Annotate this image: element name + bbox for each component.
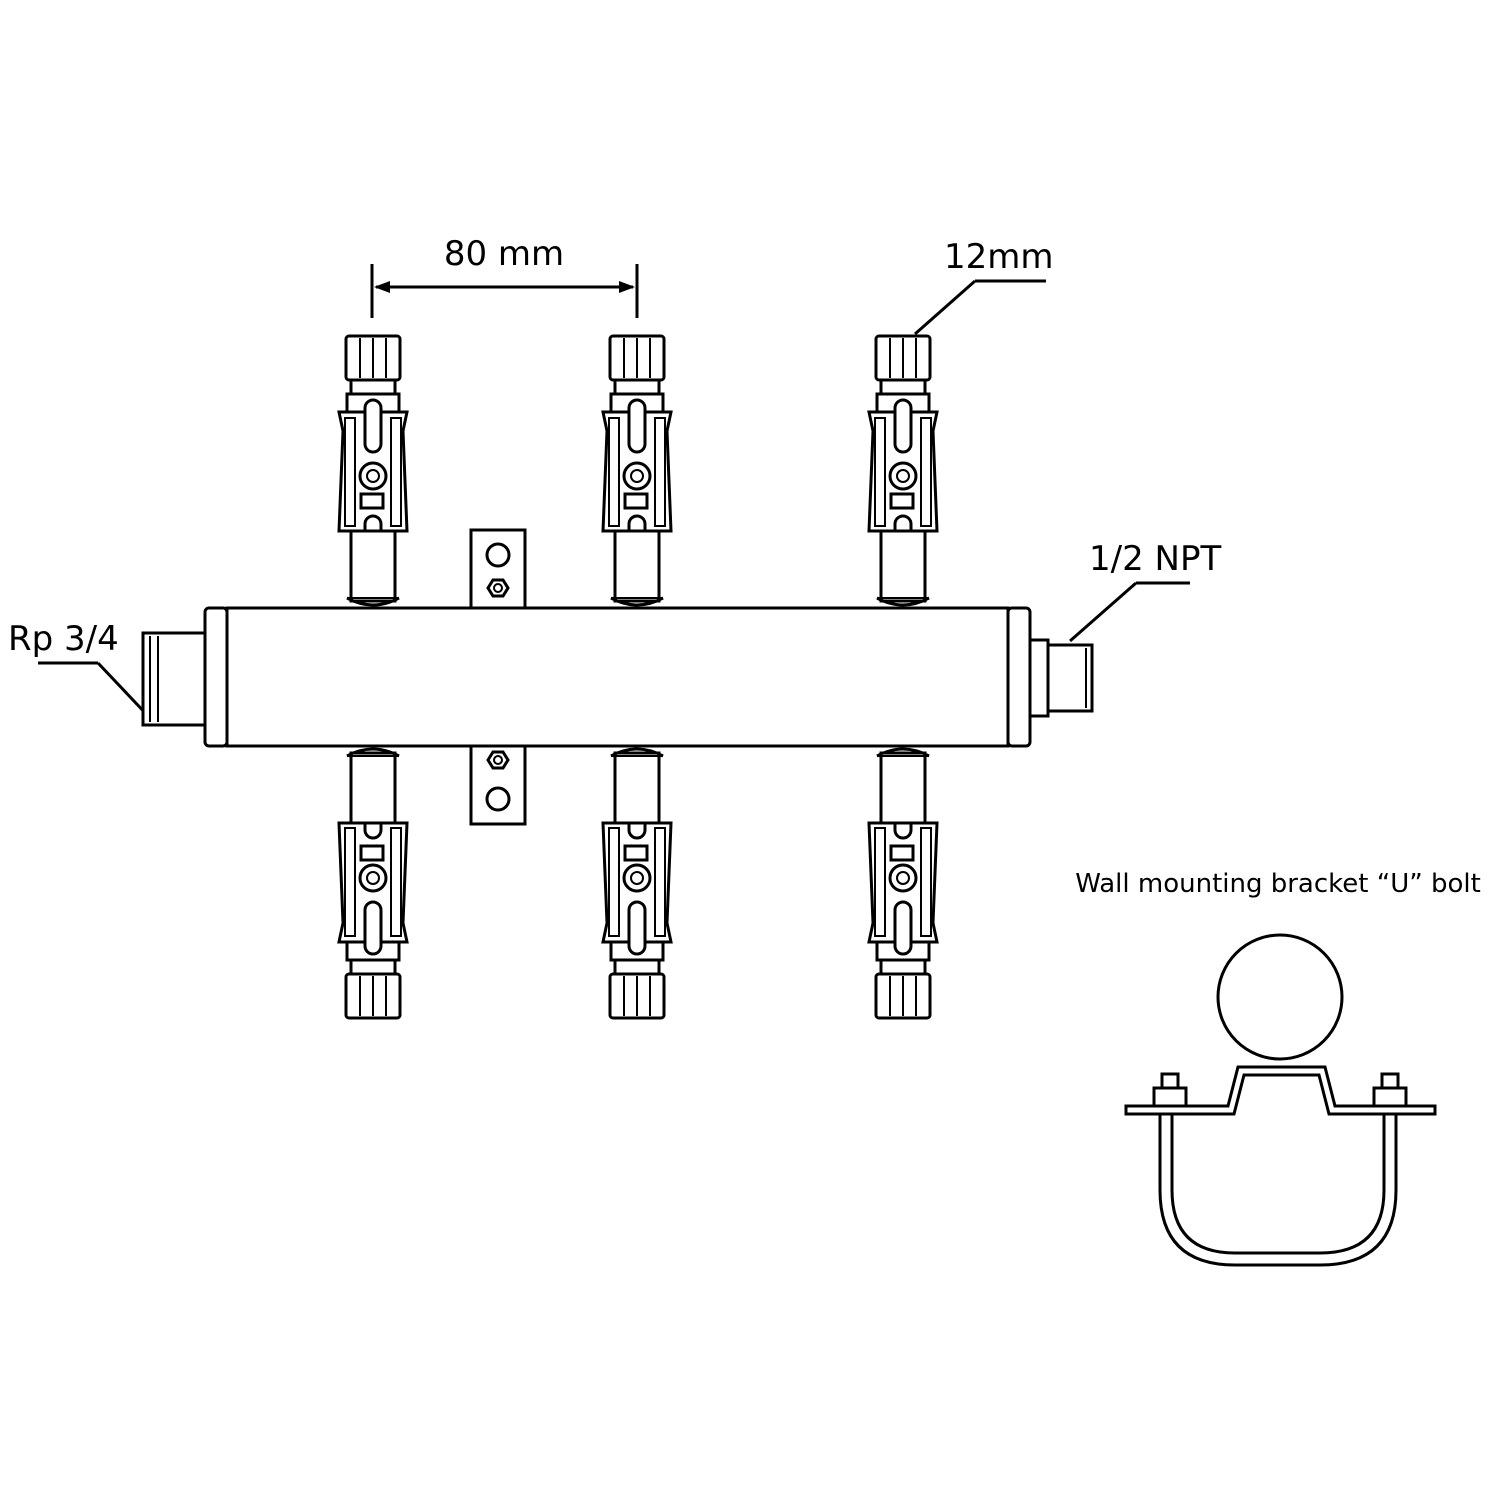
valve-top-2: [601, 334, 673, 607]
mounting-plate-bottom: [469, 744, 527, 826]
valve-bottom-2: [601, 747, 673, 1020]
tube-size-label: 12mm: [944, 237, 1054, 277]
tube-size-callout: 12mm: [914, 237, 1054, 336]
spacing-dimension: 80 mm: [370, 234, 639, 318]
inlet-thread-callout: Rp 3/4: [8, 619, 152, 720]
inlet-thread-label: Rp 3/4: [8, 619, 119, 659]
outlet-thread-label: 1/2 NPT: [1089, 539, 1221, 579]
outlet-thread-callout: 1/2 NPT: [1069, 539, 1221, 643]
spacing-label: 80 mm: [444, 234, 564, 274]
valve-top-3: [867, 334, 939, 607]
u-bolt-bracket-detail: Wall mounting bracket “U” bolt: [1075, 869, 1481, 1267]
bracket-caption: Wall mounting bracket “U” bolt: [1075, 869, 1481, 899]
manifold-body: [141, 606, 1094, 748]
valve-bottom-3: [867, 747, 939, 1020]
valve-bottom-1: [337, 747, 409, 1020]
mounting-plate-top: [469, 528, 527, 610]
valve-top-1: [337, 334, 409, 607]
